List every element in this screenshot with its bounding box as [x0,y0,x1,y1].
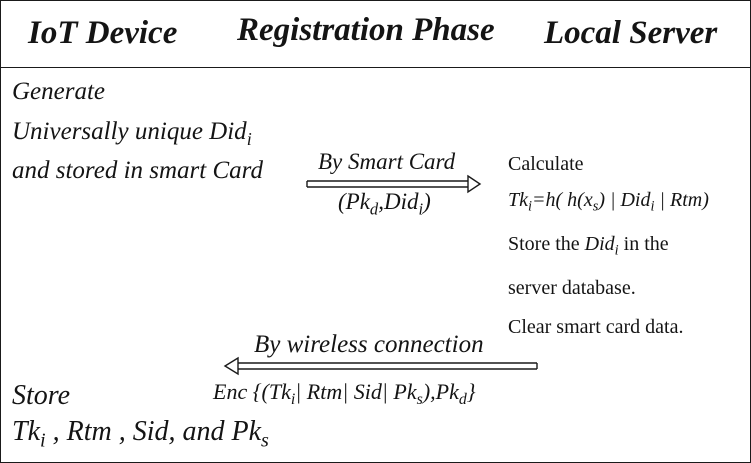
smart-card-arrow-label: By Smart Card [318,149,456,174]
formula-rtm: | Rtm) [654,189,709,211]
formula-tk: Tk [508,189,528,211]
store-did-sub: i [614,242,619,259]
payload-close: ) [423,189,431,214]
uuid-text: Universally unique Did [12,118,247,145]
payload-did-sub: i [418,199,424,219]
wireless-arrow-label: By wireless connection [254,331,484,358]
store-post: in the [618,233,669,255]
registration-phase-title: Registration Phase [237,12,495,48]
store-did: Did [584,233,615,255]
device-store-label: Store [12,380,71,411]
local-server-header: Local Server [544,15,718,51]
server-step-database: server database. [508,277,636,299]
device-stored-items: Tki , Rtm , Sid, and Pks [12,416,269,451]
server-token-formula: Tki=h( h(xs) | Didi | Rtm) [508,189,709,214]
stored-tk-sub: i [40,429,46,452]
server-step-calculate: Calculate [508,153,584,175]
formula-did-sub: i [650,198,655,215]
smart-card-arrow [306,174,482,194]
server-step-store-did: Store the Didi in the [508,233,669,258]
stored-rest: , Rtm , Sid, and Pk [45,416,262,447]
header-separator [0,67,751,68]
wireless-arrow [223,356,538,376]
store-pre: Store the [508,233,585,255]
formula-xs-sub: s [592,198,599,215]
formula-did: ) | Did [598,189,651,211]
enc-tk-sub: i [290,391,296,409]
enc-close: } [466,379,476,404]
device-step-store-card: and stored in smart Card [12,157,263,184]
enc-pks-sub: s [416,391,423,409]
formula-tk-sub: i [528,198,532,215]
encrypted-message: Enc {(Tki| Rtm| Sid| Pks),Pkd} [213,379,476,408]
device-step-uuid: Universally unique Didi [12,118,252,148]
formula-hash: =h( h(x [532,189,593,211]
server-step-clear-card: Clear smart card data. [508,316,684,338]
device-step-generate: Generate [12,78,106,105]
stored-pk-sub: s [261,429,269,452]
payload-open: (Pk [338,189,370,214]
enc-pkd-sub: d [458,391,467,409]
payload-did: ,Did [378,189,419,214]
uuid-subscript: i [246,128,252,149]
stored-tk: Tk [12,416,40,447]
enc-mid2: ),Pk [422,379,459,404]
payload-pk-sub: d [369,199,379,219]
iot-device-header: IoT Device [28,15,178,51]
enc-pre: Enc {(Tk [213,379,291,404]
enc-mid: | Rtm| Sid| Pk [295,379,417,404]
smart-card-payload: (Pkd,Didi) [338,189,431,217]
